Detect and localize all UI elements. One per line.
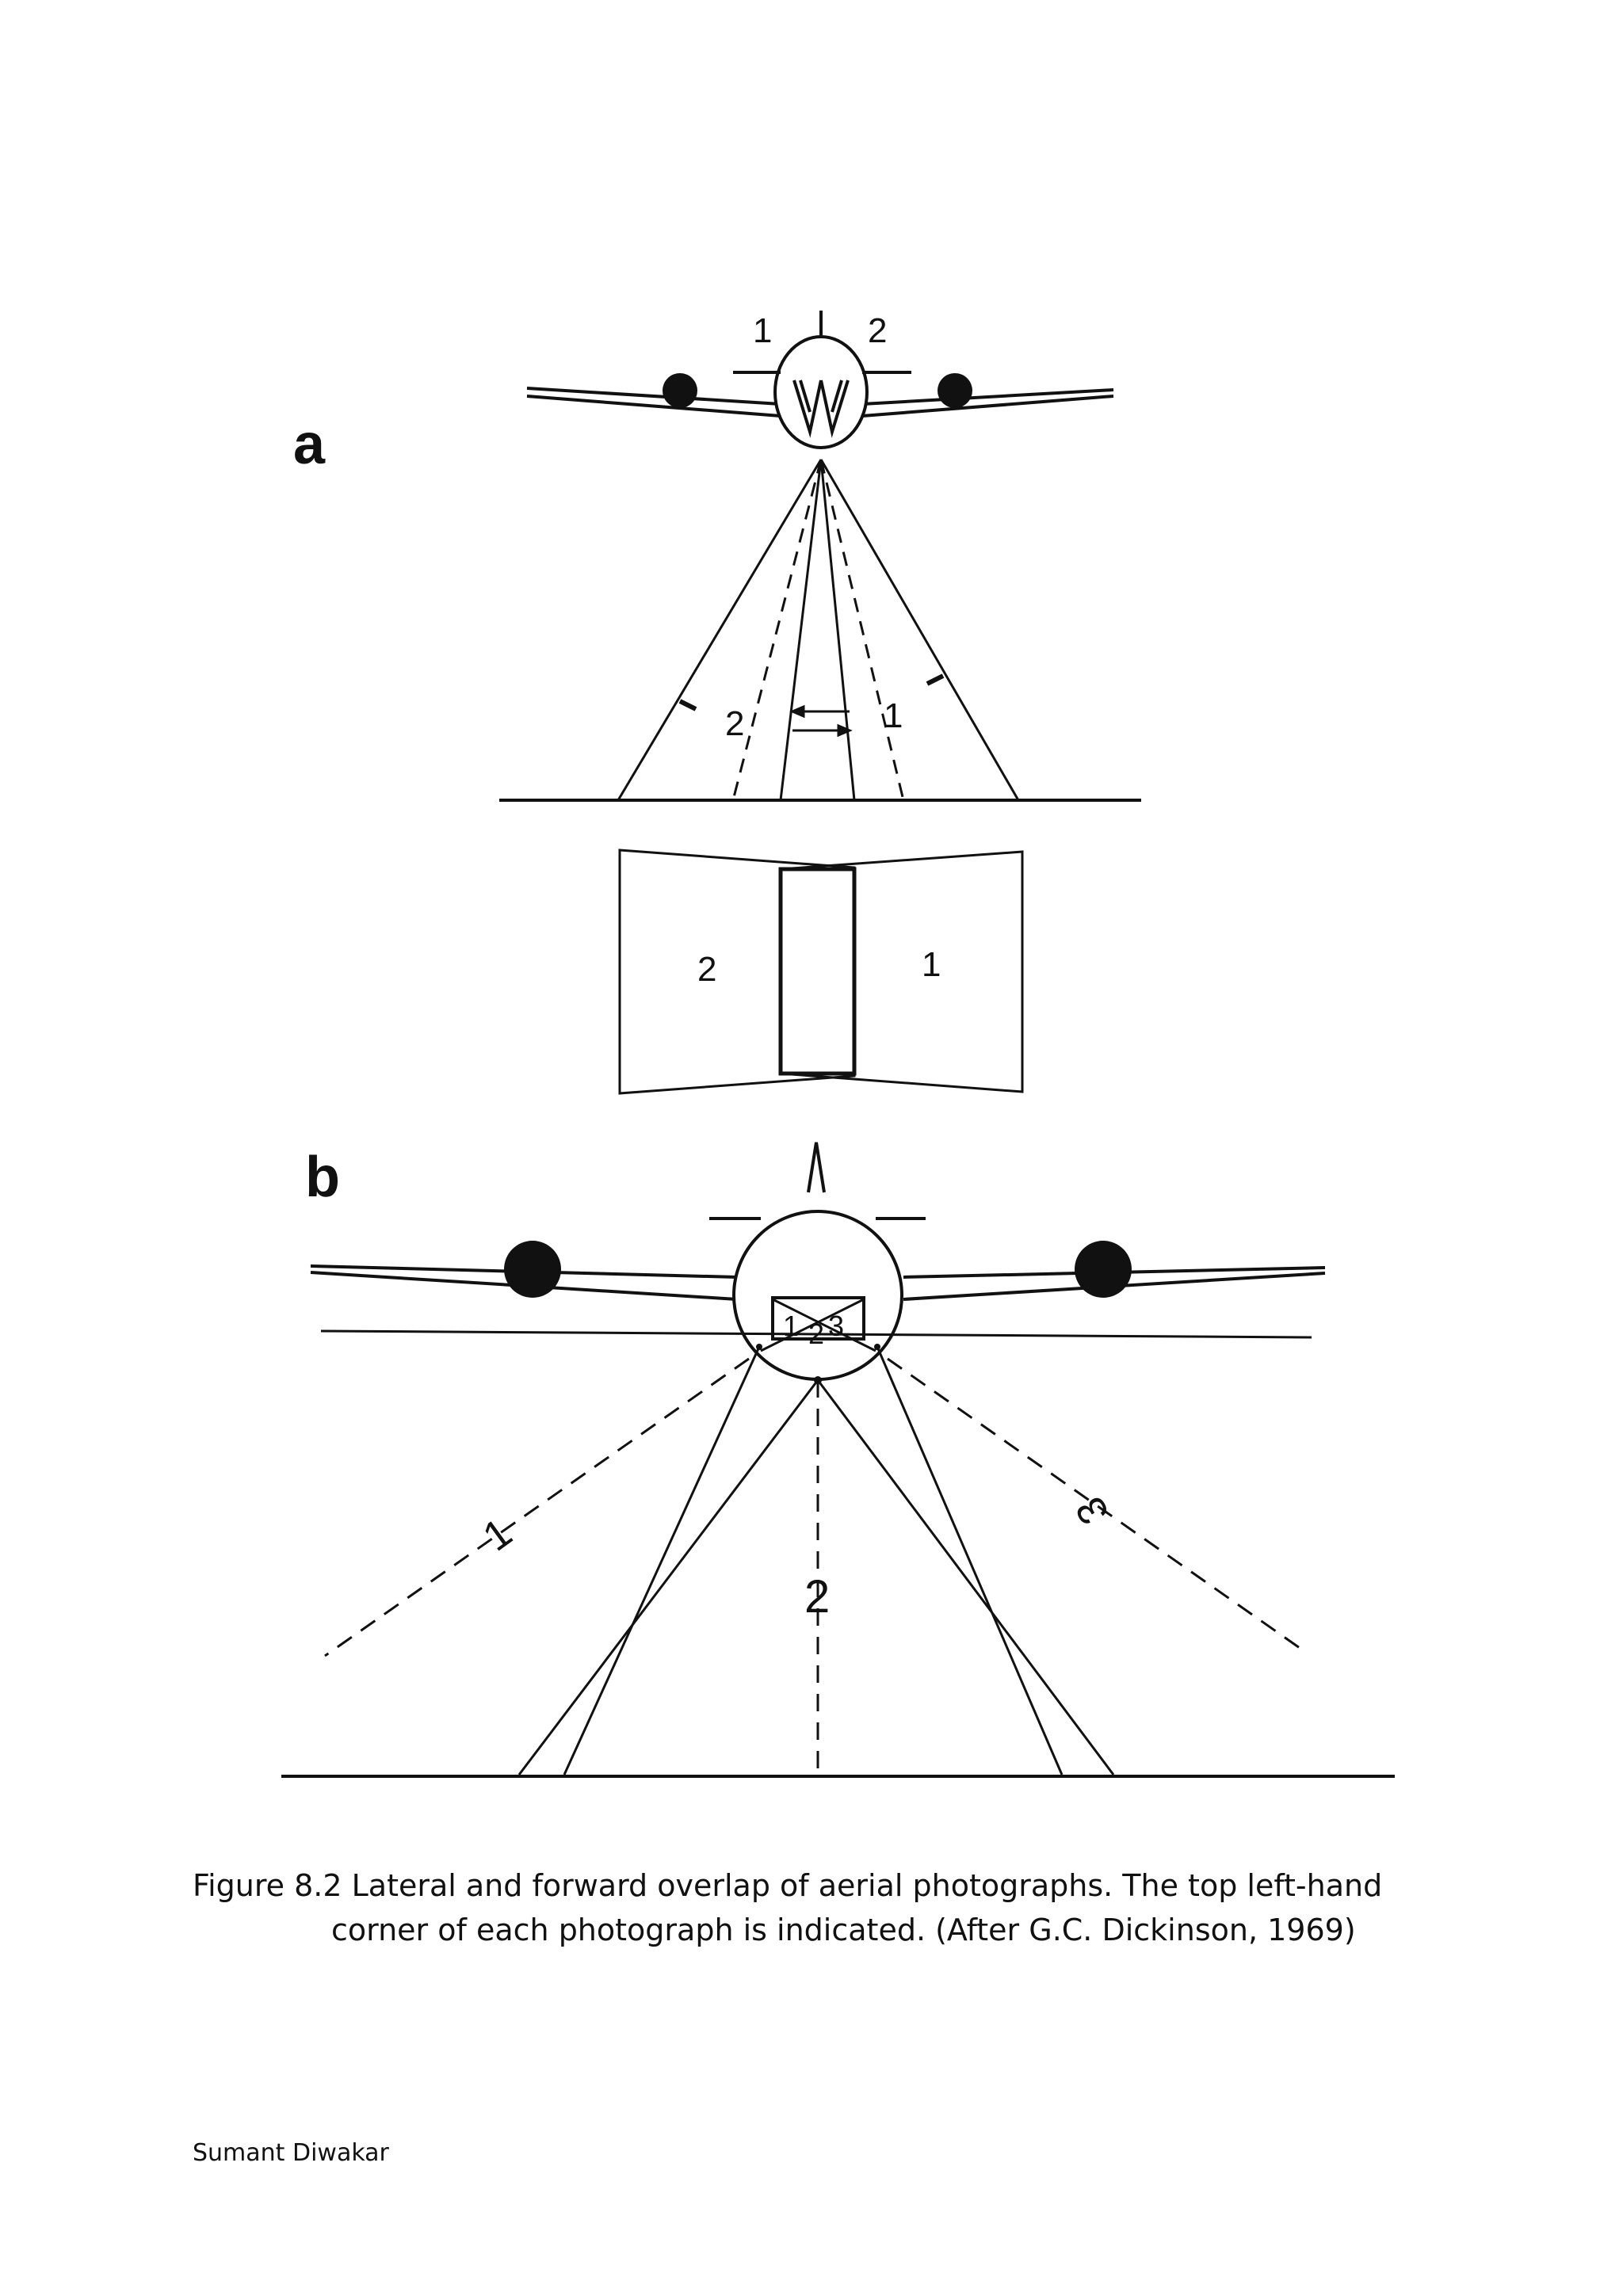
panel-a-camera-1-label: 1 (753, 311, 772, 350)
panel-a-tick-right (926, 673, 945, 686)
panel-b-ray-2-label: 2 (804, 1571, 830, 1623)
panel-a-aircraft (526, 311, 1114, 449)
panel-a-tick-left (678, 699, 697, 711)
panel-a-photo-2-label: 2 (697, 950, 716, 989)
panel-a-ray-2-label: 2 (725, 704, 744, 743)
panel-b-camera-2-point (814, 1376, 822, 1384)
panel-a-photo-1-label: 1 (922, 945, 941, 984)
author-name: Sumant Diwakar (193, 2139, 389, 2167)
panel-a-left-engine (663, 373, 697, 408)
panel-a-label: a (293, 413, 326, 476)
panel-b-camera-1-point (756, 1344, 762, 1350)
figure-caption: Figure 8.2 Lateral and forward overlap o… (193, 1863, 1476, 1952)
panel-b-left-engine (504, 1241, 561, 1298)
panel-a-overlap-arrows (789, 704, 853, 738)
caption-line-2: corner of each photograph is indicated. … (331, 1913, 1356, 1947)
panel-a-photo-footprints (618, 849, 1024, 1095)
panel-a-ray-1-label: 1 (884, 696, 903, 735)
panel-a-rays (617, 459, 1020, 801)
panel-a-right-engine (938, 373, 972, 408)
panel-b-rays (324, 1298, 1300, 1775)
panel-a-camera-2-label: 2 (868, 311, 887, 350)
panel-b-camera-3-point (874, 1344, 880, 1350)
panel-b-label: b (305, 1146, 340, 1209)
panel-b-right-engine (1075, 1241, 1132, 1298)
panel-b-ray-3-label: 3 (1067, 1489, 1118, 1531)
caption-line-1: Figure 8.2 Lateral and forward overlap o… (193, 1868, 1383, 1903)
panel-b-ray-1-label: 1 (475, 1510, 520, 1561)
